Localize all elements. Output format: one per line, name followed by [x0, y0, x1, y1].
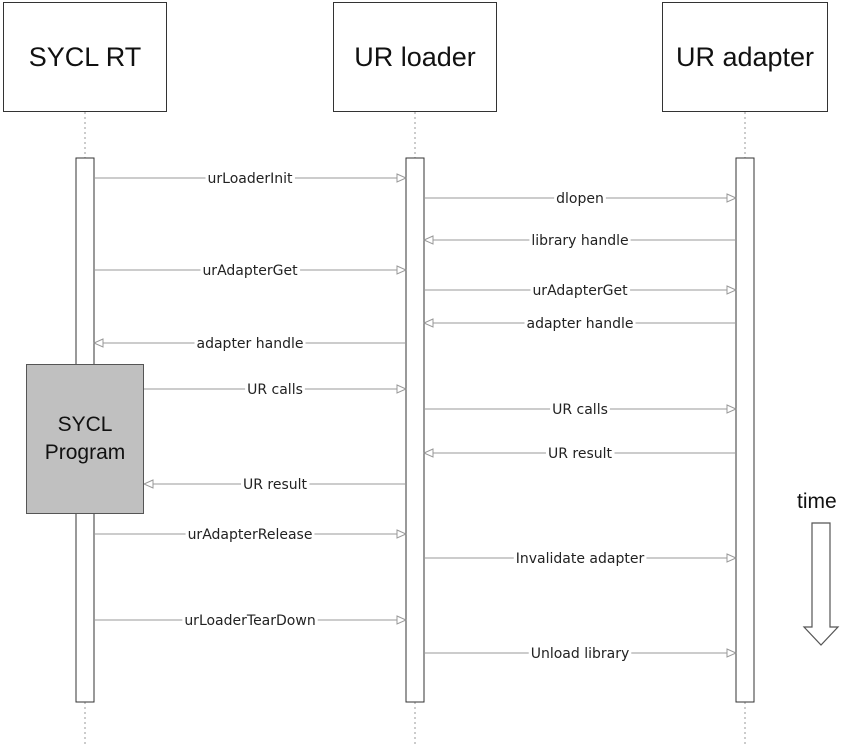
- arrowhead-right-icon: [396, 384, 408, 394]
- arrowhead-right-icon: [726, 193, 738, 203]
- arrowhead-left-icon: [92, 338, 104, 348]
- arrowhead-left-icon: [422, 448, 434, 458]
- message-4: urAdapterGet: [94, 263, 408, 279]
- message-13: Invalidate adapter: [424, 551, 738, 567]
- message-9: UR calls: [424, 402, 738, 418]
- message-label-background: [529, 233, 631, 249]
- message-label: adapter handle: [197, 336, 304, 352]
- message-15: Unload library: [424, 646, 738, 662]
- message-label-background: [554, 191, 606, 207]
- message-label: UR result: [548, 446, 613, 462]
- message-label-background: [200, 263, 301, 279]
- message-label-background: [194, 336, 306, 352]
- activation-bar-ur-loader: [405, 157, 425, 703]
- arrowhead-right-icon: [396, 529, 408, 539]
- message-label: urAdapterGet: [532, 283, 628, 299]
- arrowhead-right-icon: [726, 404, 738, 414]
- message-label: UR calls: [552, 402, 608, 418]
- message-label: dlopen: [556, 191, 604, 207]
- message-label: urAdapterGet: [202, 263, 298, 279]
- message-label: urLoaderInit: [208, 171, 293, 187]
- message-label: urLoaderTearDown: [184, 613, 315, 629]
- arrowhead-right-icon: [726, 285, 738, 295]
- message-12: urAdapterRelease: [94, 527, 408, 543]
- message-label: UR result: [243, 477, 308, 493]
- message-label: Unload library: [531, 646, 630, 662]
- participant-ur-adapter-label: UR adapter: [675, 41, 815, 72]
- message-label: UR calls: [247, 382, 303, 398]
- participant-sycl-rt: SYCL RT: [3, 2, 167, 112]
- time-arrow-icon: [802, 522, 840, 646]
- arrowhead-left-icon: [422, 318, 434, 328]
- arrowhead-right-icon: [726, 648, 738, 658]
- sycl-program-line2: Program: [44, 441, 126, 464]
- message-7: adapter handle: [92, 336, 406, 352]
- arrowhead-right-icon: [396, 615, 408, 625]
- activation-bar-ur-adapter: [735, 157, 755, 703]
- participant-ur-loader: UR loader: [333, 2, 497, 112]
- arrowhead-right-icon: [726, 553, 738, 563]
- sycl-program-box: SYCL Program: [26, 364, 144, 514]
- message-label-background: [240, 477, 310, 493]
- message-10: UR result: [422, 446, 736, 462]
- message-8: UR calls: [144, 382, 408, 398]
- time-label: time: [797, 490, 837, 513]
- message-2: dlopen: [424, 191, 738, 207]
- arrowhead-right-icon: [396, 265, 408, 275]
- message-label-background: [528, 646, 632, 662]
- message-label-background: [513, 551, 647, 567]
- message-14: urLoaderTearDown: [94, 613, 408, 629]
- message-label: Invalidate adapter: [516, 551, 645, 567]
- message-label: urAdapterRelease: [188, 527, 313, 543]
- message-label-background: [185, 527, 315, 543]
- message-label-background: [550, 402, 610, 418]
- participant-ur-loader-label: UR loader: [354, 41, 476, 72]
- sycl-program-line1: SYCL: [57, 413, 113, 436]
- arrowhead-left-icon: [422, 235, 434, 245]
- message-11: UR result: [142, 477, 406, 493]
- message-6: adapter handle: [422, 316, 736, 332]
- message-label: adapter handle: [527, 316, 634, 332]
- message-label-background: [545, 446, 615, 462]
- message-label-background: [530, 283, 631, 299]
- message-label-background: [205, 171, 295, 187]
- message-label: library handle: [531, 233, 628, 249]
- participant-ur-adapter: UR adapter: [662, 2, 828, 112]
- message-label-background: [245, 382, 305, 398]
- arrowhead-right-icon: [396, 173, 408, 183]
- participant-sycl-rt-label: SYCL RT: [28, 41, 142, 72]
- message-3: library handle: [422, 233, 736, 249]
- message-5: urAdapterGet: [424, 283, 738, 299]
- message-1: urLoaderInit: [94, 171, 408, 187]
- arrowhead-left-icon: [142, 479, 154, 489]
- message-label-background: [524, 316, 636, 332]
- message-label-background: [182, 613, 318, 629]
